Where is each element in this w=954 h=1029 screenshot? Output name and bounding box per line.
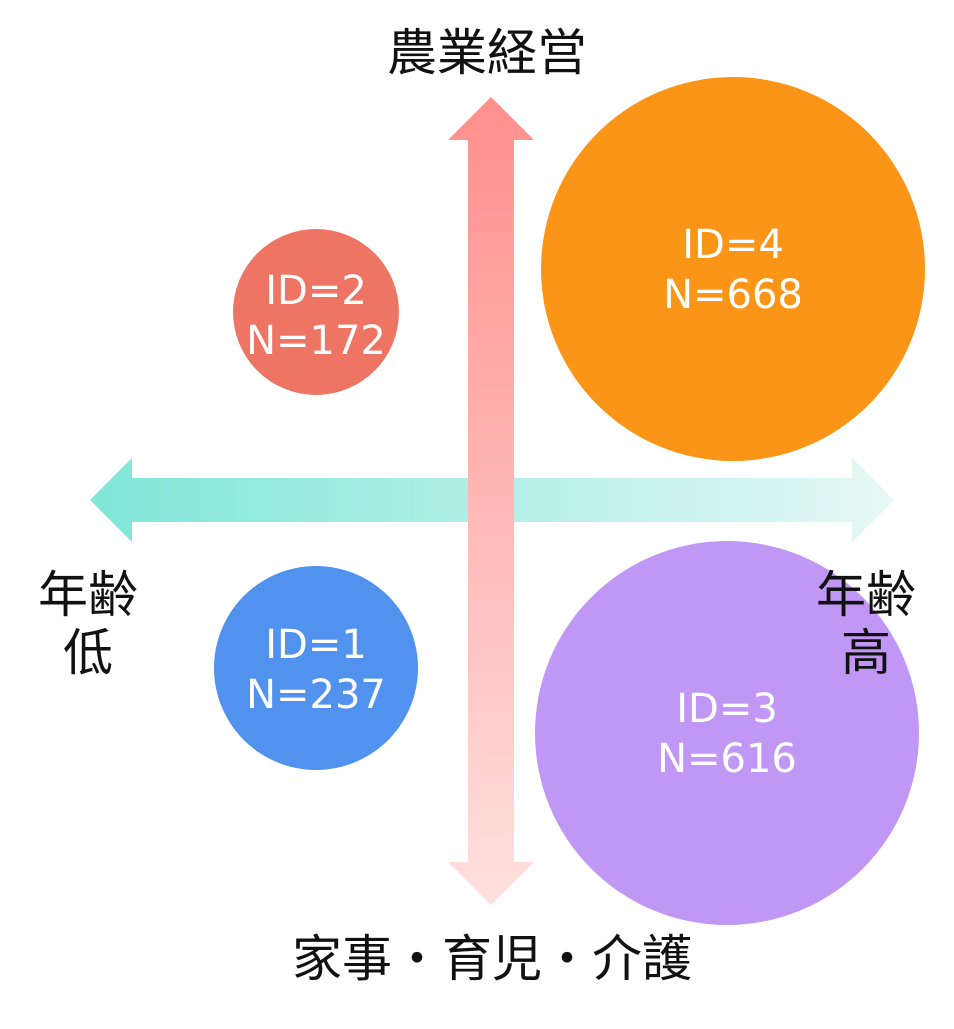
cluster-id-label: ID=1	[265, 622, 367, 668]
cluster-id-label: ID=4	[682, 222, 784, 268]
activity-axis-arrow	[448, 97, 534, 905]
cluster-n-label: N=172	[246, 318, 386, 364]
cluster-bubble-id3: ID=3 N=616	[535, 541, 919, 925]
axis-label-farm-management: 農業経営	[387, 24, 587, 82]
axis-label-age-high: 年齢 高	[796, 566, 936, 682]
cluster-n-label: N=237	[246, 672, 386, 718]
cluster-n-label: N=616	[657, 736, 797, 782]
cluster-bubble-id2: ID=2 N=172	[233, 229, 399, 395]
axis-label-age-low-line2: 低	[63, 624, 113, 682]
cluster-id-label: ID=2	[265, 268, 367, 314]
axis-label-age-high-line2: 高	[841, 624, 891, 682]
cluster-id-label: ID=3	[676, 686, 778, 732]
axis-label-age-low: 年齢 低	[18, 566, 158, 682]
axis-label-age-high-line1: 年齢	[816, 566, 916, 624]
axis-label-age-low-line1: 年齢	[38, 566, 138, 624]
cluster-bubble-id4: ID=4 N=668	[541, 77, 925, 461]
cluster-n-label: N=668	[663, 272, 803, 318]
cluster-bubble-id1: ID=1 N=237	[214, 566, 418, 770]
axis-label-housework-childcare-nursing: 家事・育児・介護	[292, 930, 692, 988]
